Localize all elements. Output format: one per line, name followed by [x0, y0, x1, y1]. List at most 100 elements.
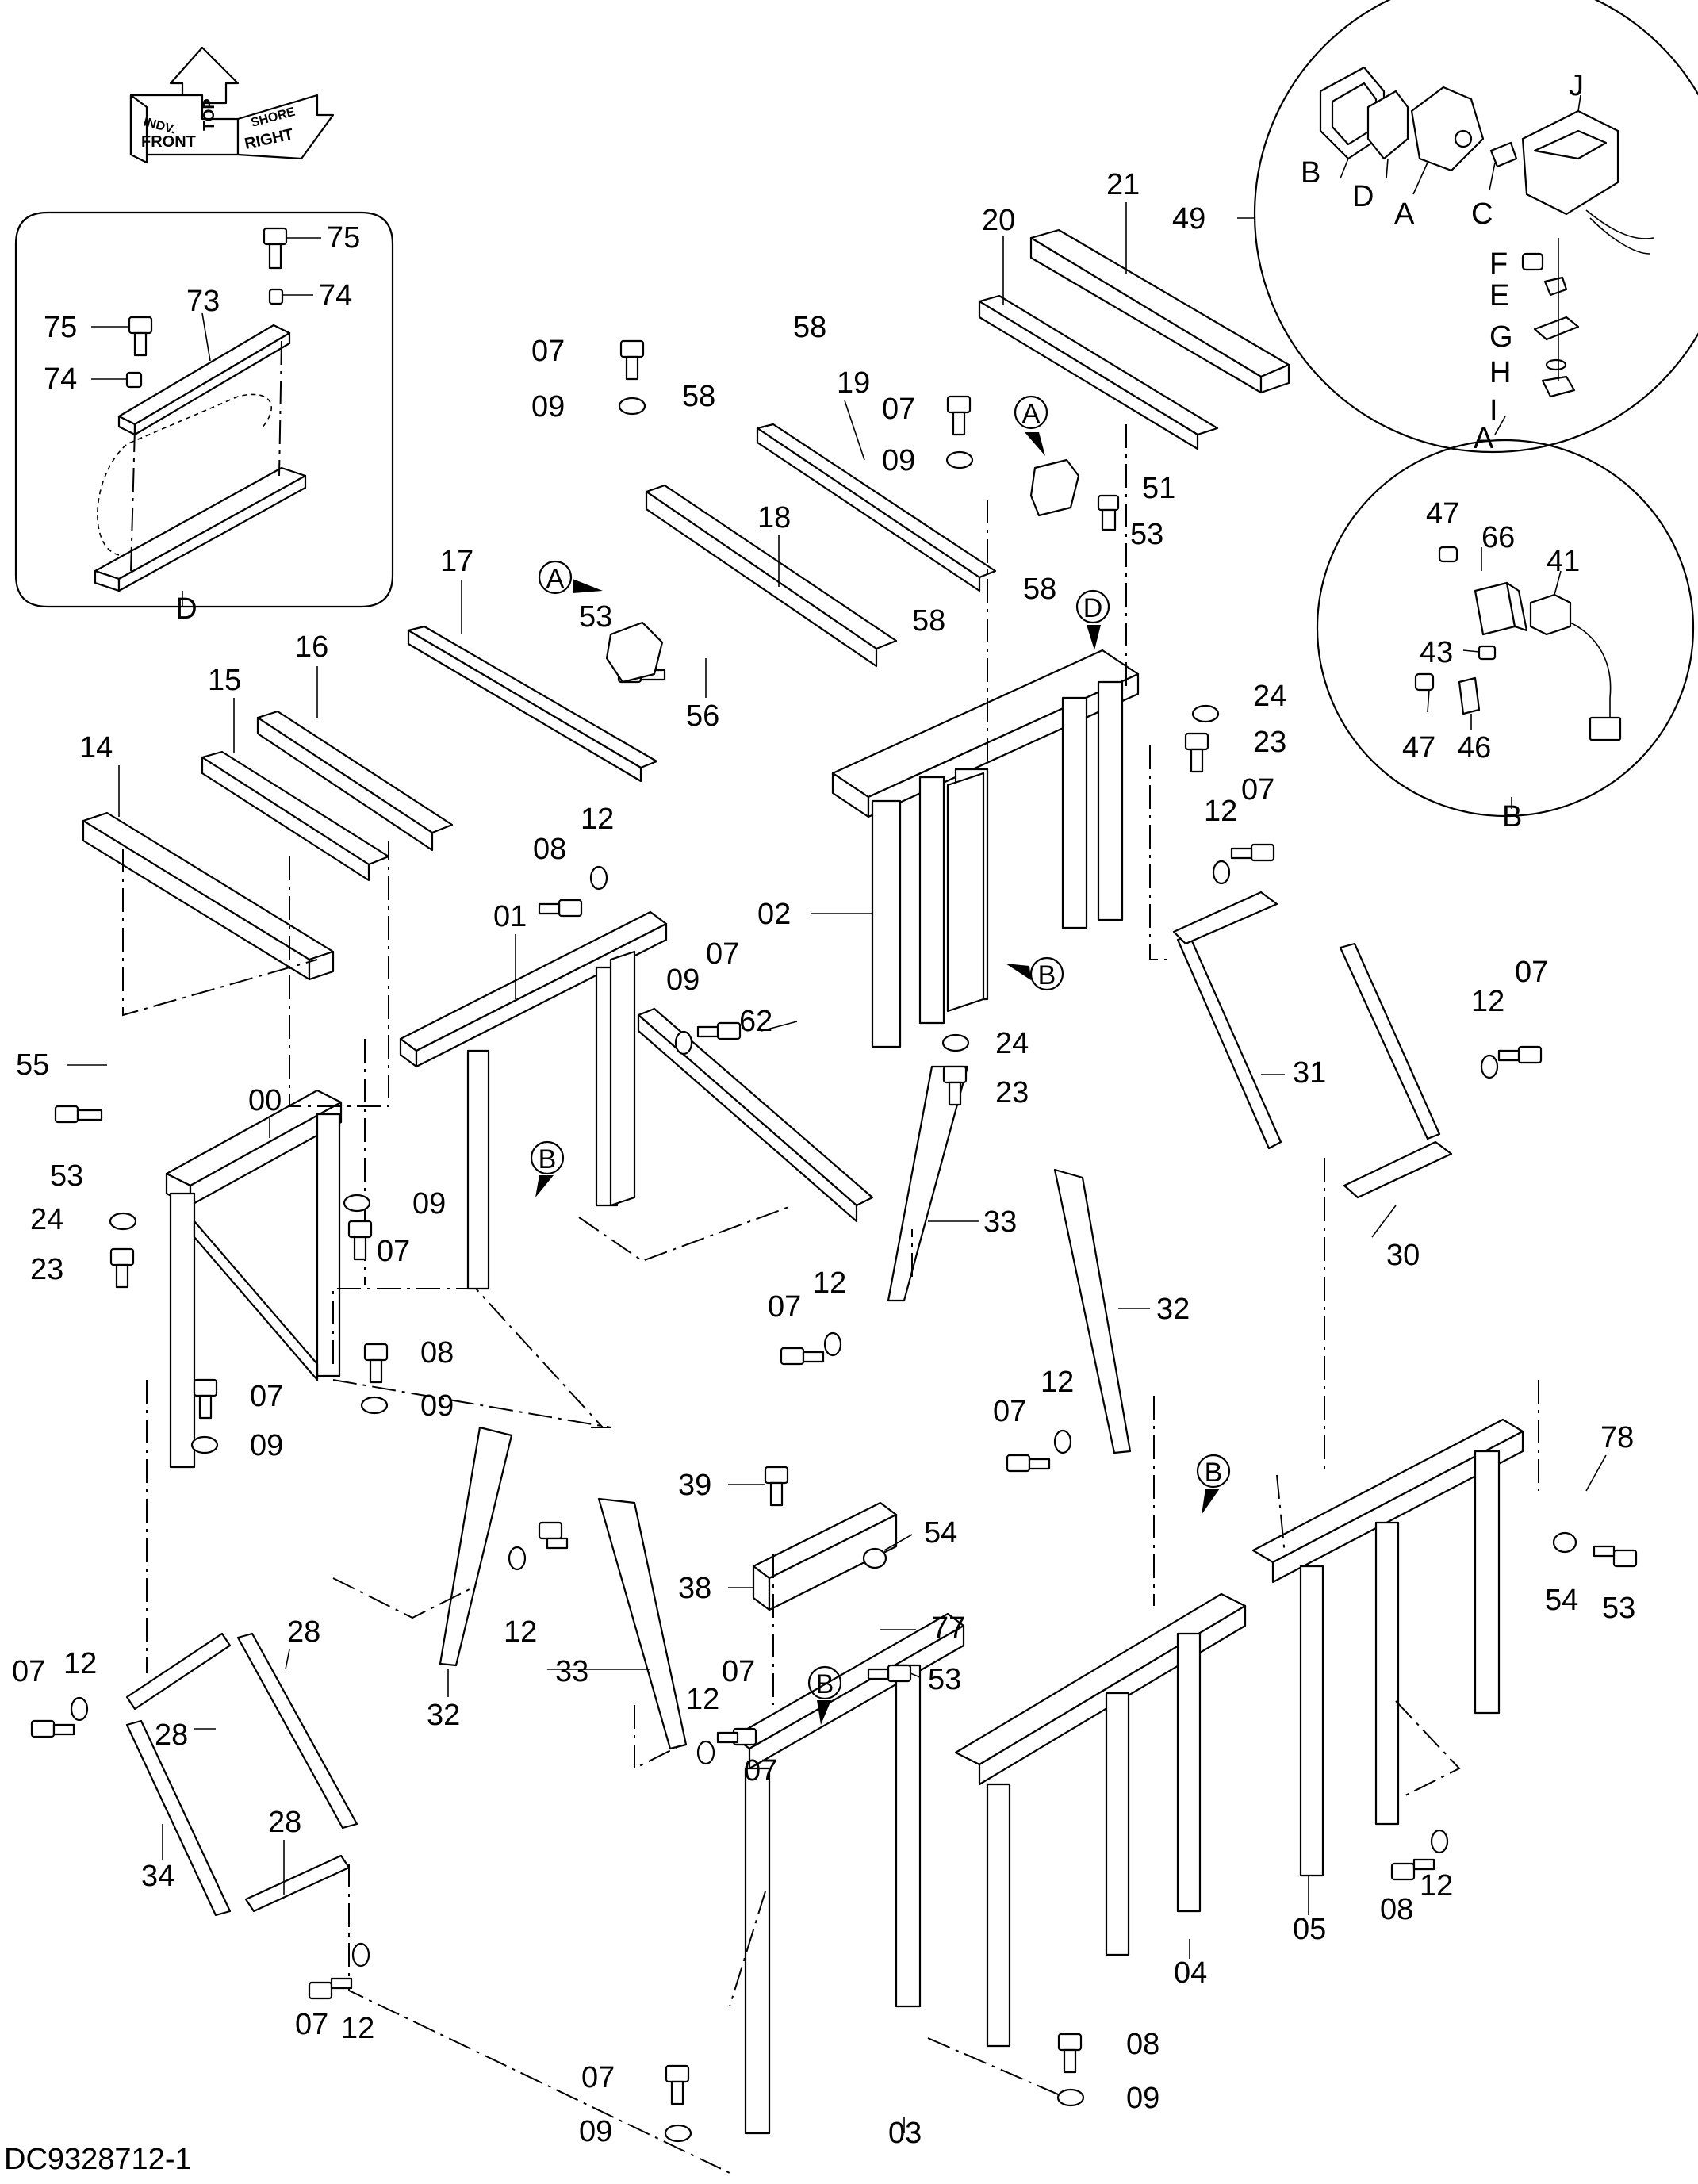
part-label-07-c: 07 — [1241, 773, 1274, 807]
part-label-56: 56 — [686, 699, 719, 733]
orientation-front-label: FRONT — [141, 133, 196, 151]
part-label-28-a: 28 — [287, 1615, 320, 1649]
callout-markers: A A D B B B B — [530, 395, 1231, 1725]
part-label-09-a: 09 — [531, 390, 565, 423]
part-label-77: 77 — [932, 1611, 965, 1645]
callout-marker-b-frame03: B — [807, 1665, 842, 1725]
part-label-08-c: 08 — [1380, 1893, 1413, 1926]
part-label-03: 03 — [888, 2117, 922, 2150]
part-label-12-d: 12 — [813, 1266, 846, 1300]
part-label-24-c: 24 — [30, 1203, 63, 1236]
detail-a-label-i: I — [1489, 394, 1498, 427]
part-label-09-h: 09 — [1126, 2082, 1159, 2115]
part-label-09-f: 09 — [250, 1429, 283, 1462]
part-label-33-b: 33 — [555, 1655, 588, 1688]
part-label-09-b: 09 — [882, 444, 915, 477]
part-label-18: 18 — [757, 501, 791, 535]
document-id: DC9328712-1 — [4, 2143, 192, 2176]
part-label-38: 38 — [678, 1572, 711, 1605]
part-label-24-a: 24 — [1253, 680, 1286, 713]
detail-a-label-j: J — [1569, 69, 1584, 102]
part-label-12-i: 12 — [1420, 1869, 1453, 1902]
part-label-23-c: 23 — [30, 1253, 63, 1286]
part-label-07-h: 07 — [768, 1290, 801, 1324]
detail-a-label-b: B — [1301, 156, 1320, 190]
part-label-07-b: 07 — [882, 393, 915, 426]
part-label-02: 02 — [757, 898, 791, 931]
fastener-icons — [30, 339, 1638, 2143]
svg-text:B: B — [1038, 960, 1056, 990]
detail-b-label-46: 46 — [1458, 731, 1491, 764]
part-label-58-d: 58 — [912, 604, 945, 638]
detail-b-label-43: 43 — [1420, 636, 1453, 669]
part-label-17: 17 — [440, 545, 473, 578]
part-label-53-b: 53 — [579, 600, 612, 634]
part-label-08-a: 08 — [533, 833, 566, 866]
part-label-54-a: 54 — [924, 1516, 957, 1550]
detail-a-label-a: A — [1394, 197, 1415, 231]
part-label-12-j: 12 — [341, 2012, 374, 2045]
part-label-53-e: 53 — [1602, 1592, 1635, 1625]
part-label-14: 14 — [79, 731, 113, 764]
part-label-09-e: 09 — [420, 1389, 454, 1423]
part-label-58-a: 58 — [793, 311, 826, 344]
part-label-53-d: 53 — [928, 1663, 961, 1696]
part-label-53-c: 53 — [50, 1159, 83, 1193]
part-label-19: 19 — [837, 366, 870, 400]
part-label-12-f: 12 — [504, 1615, 537, 1649]
part-label-32-a: 32 — [1156, 1293, 1190, 1326]
callout-marker-a-upper: A — [1014, 395, 1048, 456]
detail-a-label-h: H — [1489, 356, 1511, 389]
detail-a-label-e: E — [1489, 279, 1509, 312]
detail-d-label-75a: 75 — [327, 221, 360, 255]
callout-marker-b-frame05: B — [1196, 1454, 1231, 1515]
detail-a-label-c: C — [1471, 197, 1493, 231]
detail-d-label-74b: 74 — [44, 362, 77, 396]
part-label-78: 78 — [1600, 1421, 1634, 1454]
part-label-12-c: 12 — [1471, 985, 1504, 1018]
part-label-04: 04 — [1174, 1956, 1207, 1990]
part-label-07-i: 07 — [993, 1395, 1026, 1428]
part-label-07-a: 07 — [531, 335, 565, 368]
part-label-23-a: 23 — [1253, 726, 1286, 759]
callout-marker-b-frame02: B — [1006, 956, 1064, 991]
detail-view-d: 75 73 74 75 74 D — [14, 211, 394, 626]
orientation-top-label: TOP — [201, 98, 218, 131]
part-label-58-b: 58 — [682, 380, 715, 413]
part-label-28-b: 28 — [155, 1718, 188, 1752]
part-label-21: 21 — [1106, 168, 1140, 201]
part-label-07-n: 07 — [295, 2008, 328, 2041]
detail-view-a: 49 B D A C J F E G H I A — [1172, 0, 1698, 455]
label-leader-lines — [67, 202, 1607, 2133]
detail-view-b: 47 66 41 43 47 46 B — [1316, 439, 1695, 833]
detail-a-name: A — [1474, 422, 1494, 455]
detail-a-label-g: G — [1489, 320, 1513, 354]
detail-d-label-75b: 75 — [44, 311, 77, 344]
part-number-labels: 00 01 02 03 04 05 07 07 07 07 07 07 07 0… — [12, 168, 1635, 2150]
part-label-07-l: 07 — [744, 1754, 777, 1787]
svg-text:D: D — [1083, 593, 1103, 623]
detail-a-label-f: F — [1489, 247, 1508, 281]
part-label-62: 62 — [739, 1005, 772, 1038]
orientation-arrow-icon: TOP FRONT RIGHT INDV. SHORE — [129, 46, 335, 164]
part-label-23-b: 23 — [995, 1076, 1029, 1109]
detail-d-label-74a: 74 — [319, 279, 352, 312]
part-label-54-b: 54 — [1545, 1584, 1578, 1617]
part-label-12-b: 12 — [1204, 795, 1237, 828]
part-label-34: 34 — [141, 1860, 174, 1893]
part-label-31: 31 — [1293, 1056, 1326, 1090]
part-label-12-e: 12 — [1041, 1366, 1074, 1399]
part-label-24-b: 24 — [995, 1027, 1029, 1060]
part-label-30: 30 — [1386, 1239, 1420, 1272]
part-label-33-a: 33 — [983, 1205, 1017, 1239]
part-label-39: 39 — [678, 1469, 711, 1502]
part-label-12-h: 12 — [686, 1683, 719, 1716]
part-label-09-g: 09 — [579, 2115, 612, 2148]
part-label-08-b: 08 — [420, 1336, 454, 1370]
part-label-08-d: 08 — [1126, 2028, 1159, 2061]
part-label-53-a: 53 — [1130, 518, 1163, 551]
part-label-32-b: 32 — [427, 1699, 460, 1732]
part-label-12-g: 12 — [63, 1647, 97, 1680]
svg-text:B: B — [539, 1144, 557, 1174]
